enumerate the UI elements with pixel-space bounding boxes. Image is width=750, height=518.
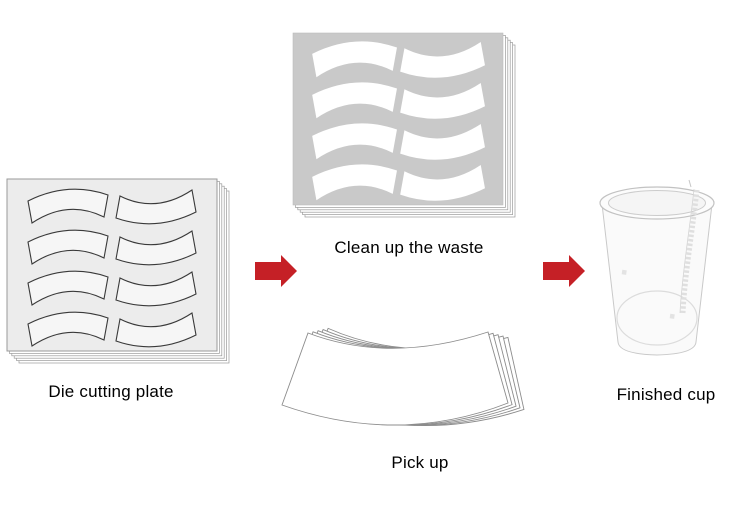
step-label-die-cutting-plate: Die cutting plate: [48, 382, 174, 401]
red-arrow-right-icon: [543, 255, 585, 287]
cup-seam-edge: [679, 188, 695, 314]
red-arrow-right-icon: [255, 255, 297, 287]
cup-rim-inner: [608, 190, 706, 216]
wall-speck: [621, 269, 627, 275]
plastic-cup: [599, 179, 715, 356]
cup-body: [601, 203, 713, 356]
die-cutting-plate-graphic: [6, 178, 230, 364]
blank-sheet-stack: [281, 327, 525, 426]
pickup-stack-graphic: [281, 327, 525, 426]
arrow-shape: [255, 255, 297, 287]
step-label-pick-up: Pick up: [391, 453, 449, 472]
waste-plate-graphic: [292, 32, 516, 218]
wall-speck: [669, 313, 675, 319]
cup-seam: [680, 189, 700, 314]
finished-cup-graphic: [599, 179, 715, 356]
rim-notch: [688, 179, 692, 188]
step-label-clean-up-the-waste: Clean up the waste: [334, 238, 484, 257]
step-label-finished-cup: Finished cup: [616, 385, 716, 404]
cup-bottom-ellipse: [616, 290, 698, 346]
arrow-shape: [543, 255, 585, 287]
